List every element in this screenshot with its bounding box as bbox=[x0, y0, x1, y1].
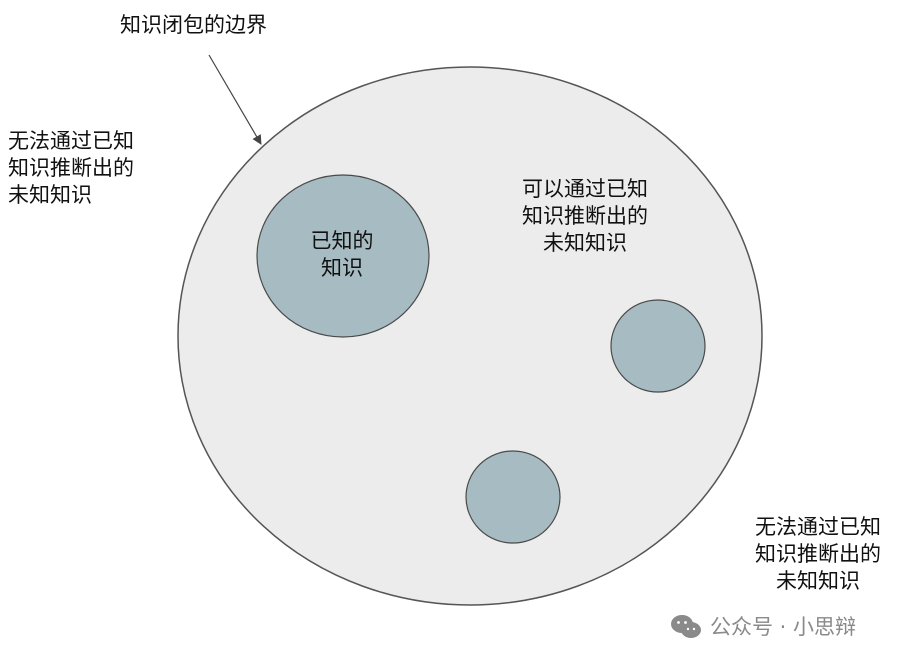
known-knowledge-small-circle-bottom bbox=[465, 450, 561, 544]
watermark-text: 公众号 · 小思辩 bbox=[710, 615, 857, 639]
known-knowledge-line-1: 已知的 bbox=[310, 229, 374, 253]
outside-left-line-3: 未知知识 bbox=[8, 183, 92, 207]
inside-closure-line-2: 知识推断出的 bbox=[522, 204, 648, 228]
outside-right-line-3: 未知知识 bbox=[776, 569, 860, 593]
boundary-pointer-arrow bbox=[208, 54, 262, 145]
wechat-icon bbox=[671, 615, 701, 638]
outside-left-line-2: 知识推断出的 bbox=[8, 156, 134, 180]
known-knowledge-small-circle-right bbox=[610, 299, 706, 393]
known-knowledge-circle bbox=[256, 174, 430, 338]
inside-closure-line-3: 未知知识 bbox=[543, 231, 627, 255]
inside-closure-label: 可以通过已知 知识推断出的 未知知识 bbox=[505, 176, 665, 257]
inside-closure-line-1: 可以通过已知 bbox=[522, 177, 648, 201]
boundary-label-text: 知识闭包的边界 bbox=[120, 13, 267, 37]
known-knowledge-label: 已知的 知识 bbox=[262, 228, 422, 282]
boundary-label: 知识闭包的边界 bbox=[120, 12, 267, 39]
outside-right-line-2: 知识推断出的 bbox=[755, 542, 881, 566]
outside-right-line-1: 无法通过已知 bbox=[755, 515, 881, 539]
outside-right-label: 无法通过已知 知识推断出的 未知知识 bbox=[738, 514, 898, 595]
outside-left-line-1: 无法通过已知 bbox=[8, 129, 134, 153]
outside-left-label: 无法通过已知 知识推断出的 未知知识 bbox=[8, 128, 134, 209]
watermark: 公众号 · 小思辩 bbox=[668, 612, 856, 642]
known-knowledge-line-2: 知识 bbox=[321, 256, 363, 280]
